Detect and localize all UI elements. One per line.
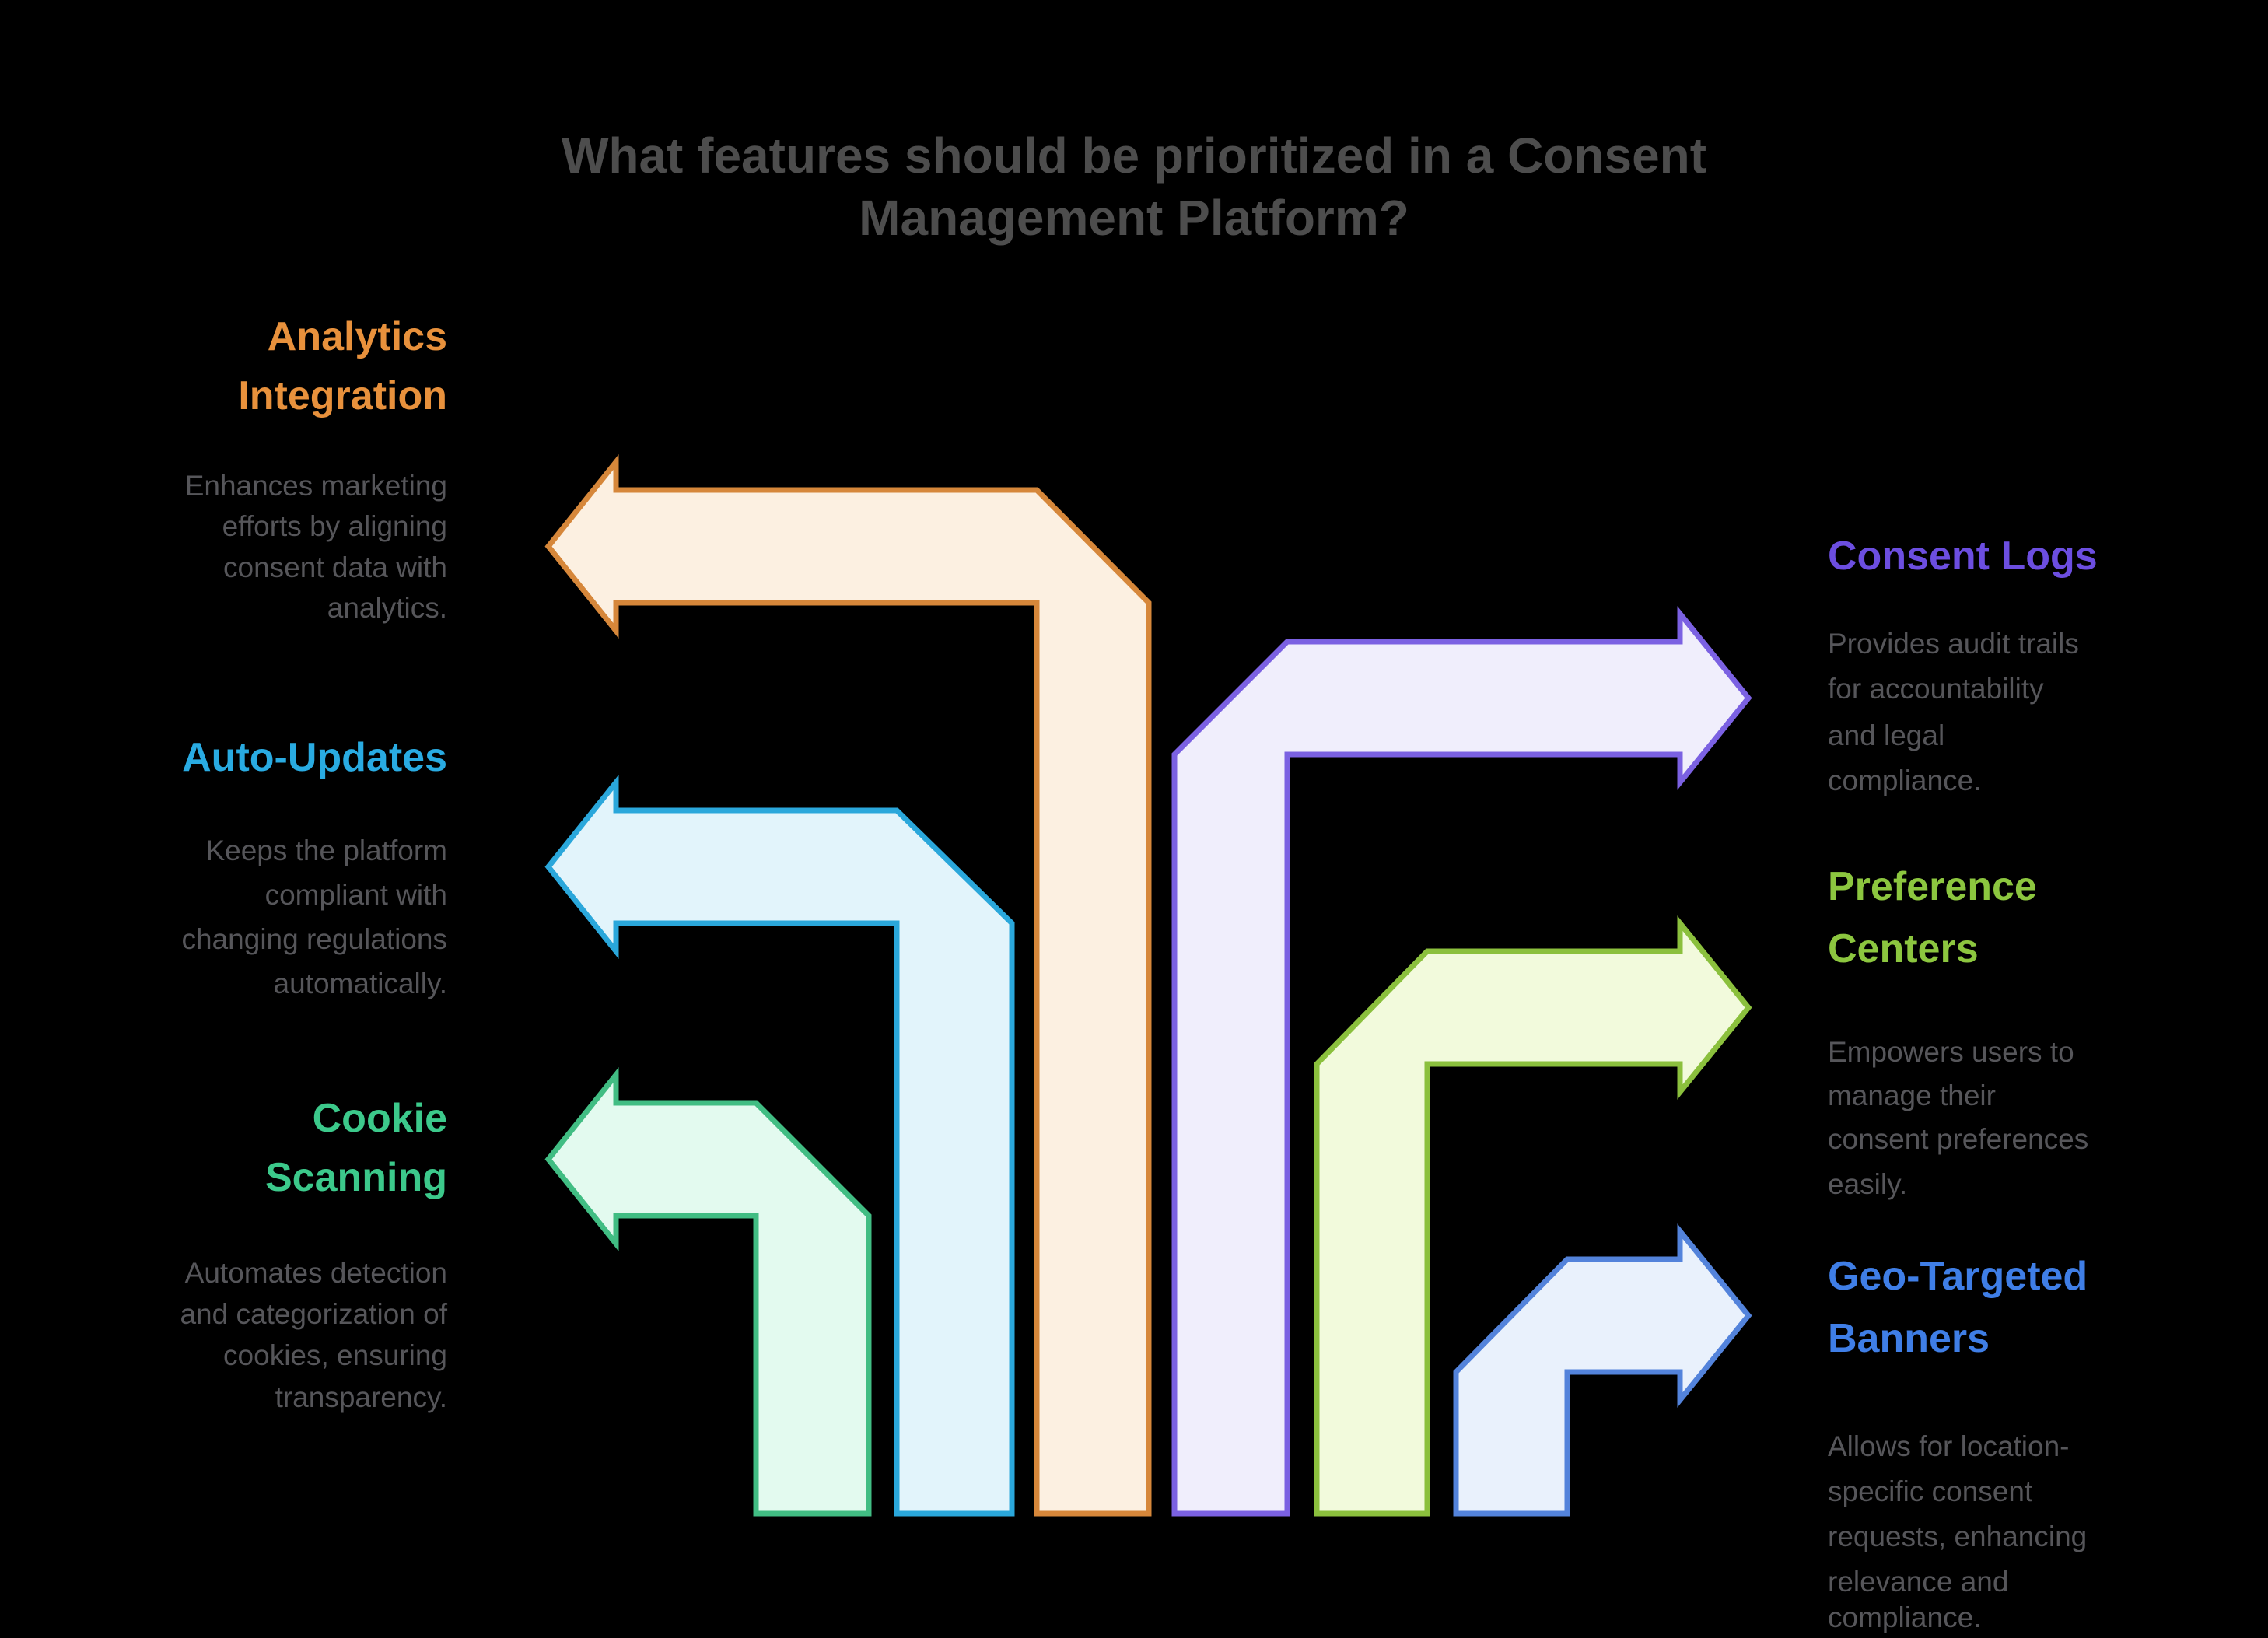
auto-updates-title-line-1: Auto-Updates [182,735,447,780]
consent-logs-arrow [1171,606,1752,1517]
analytics-integration-description-line-1: Enhances marketing [185,470,447,502]
preference-centers-arrow [1314,915,1752,1517]
consent-logs-description-line-2: for accountability [1828,673,2044,705]
analytics-integration-arrow [544,454,1152,1517]
auto-updates-arrow [544,775,1015,1517]
cookie-scanning-description-line-4: transparency. [275,1381,447,1413]
analytics-integration-description-line-4: analytics. [327,592,447,624]
preference-centers-title-line-1: Preference [1828,864,2037,909]
geo-targeted-banners-description-line-3: requests, enhancing [1828,1521,2087,1552]
page-title-line-2: Management Platform? [859,190,1409,246]
cookie-scanning-title-line-1: Cookie [313,1096,447,1141]
analytics-integration-description-line-2: efforts by aligning [222,510,447,542]
consent-logs-title-line-1: Consent Logs [1828,534,2098,579]
geo-targeted-banners-arrow [1453,1223,1752,1517]
auto-updates-description-line-3: changing regulations [182,923,447,955]
geo-targeted-banners-description-line-5: compliance. [1828,1601,1981,1633]
geo-targeted-banners-title-line-1: Geo-Targeted [1828,1254,2088,1299]
auto-updates-description-line-1: Keeps the platform [205,835,447,866]
geo-targeted-banners-description-line-4: relevance and [1828,1566,2008,1598]
analytics-integration-title-line-2: Integration [238,373,447,418]
auto-updates-description-line-2: compliant with [265,879,447,911]
geo-targeted-banners-title-line-2: Banners [1828,1316,1990,1361]
consent-logs-description-line-4: compliance. [1828,765,1981,796]
cookie-scanning-description-line-3: cookies, ensuring [223,1339,447,1371]
page-title-line-1: What features should be prioritized in a… [562,128,1706,184]
consent-logs-description-line-1: Provides audit trails [1828,628,2079,660]
analytics-integration-title-line-1: Analytics [268,314,447,359]
analytics-integration-description-line-3: consent data with [223,551,447,583]
preference-centers-description-line-4: easily. [1828,1168,1907,1200]
geo-targeted-banners-description-line-2: specific consent [1828,1475,2033,1507]
cookie-scanning-description-line-2: and categorization of [180,1298,447,1330]
auto-updates-description-line-4: automatically. [274,968,447,999]
preference-centers-description-line-1: Empowers users to [1828,1036,2074,1068]
cookie-scanning-title-line-2: Scanning [265,1155,447,1200]
geo-targeted-banners-description-line-1: Allows for location- [1828,1430,2070,1462]
preference-centers-description-line-3: consent preferences [1828,1123,2088,1155]
preference-centers-description-line-2: manage their [1828,1080,1996,1111]
consent-logs-description-line-3: and legal [1828,719,1944,751]
preference-centers-title-line-2: Centers [1828,926,1979,971]
cookie-scanning-description-line-1: Automates detection [185,1257,447,1289]
cookie-scanning-arrow [544,1067,872,1517]
